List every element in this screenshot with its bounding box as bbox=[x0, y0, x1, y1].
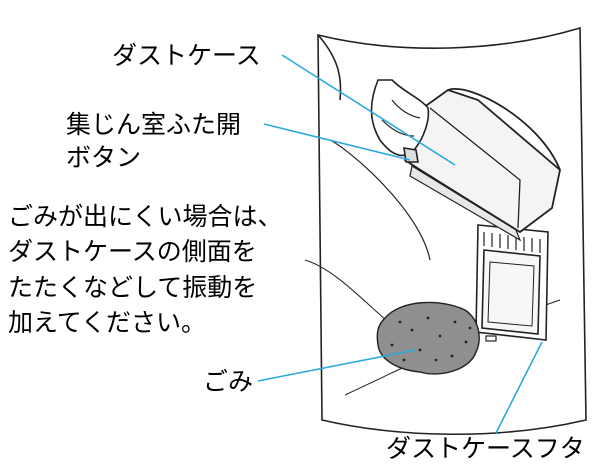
filter-lid-icon bbox=[475, 224, 549, 342]
leader-line-lid bbox=[495, 341, 543, 434]
label-release-button-line1: 集じん室ふた開 bbox=[66, 110, 242, 139]
note-line-1: ごみが出にくい場合は、 bbox=[8, 202, 283, 231]
label-dust-case: ダストケース bbox=[112, 41, 261, 70]
leader-line-release-button bbox=[263, 123, 411, 161]
note-line-2: ダストケースの側面を bbox=[8, 237, 257, 266]
leader-lines bbox=[257, 54, 543, 434]
hand-icon bbox=[370, 79, 430, 163]
leader-line-dust-case bbox=[281, 54, 456, 166]
label-release-button-line2: ボタン bbox=[66, 143, 142, 172]
leader-line-dust bbox=[257, 349, 416, 382]
dust-pile-icon bbox=[376, 301, 480, 375]
note-line-3: たたくなどして振動を bbox=[8, 273, 258, 302]
label-dust: ごみ bbox=[203, 367, 254, 396]
label-dust-case-lid: ダストケースフタ bbox=[386, 434, 585, 463]
note-line-4: 加えてください。 bbox=[8, 308, 207, 337]
